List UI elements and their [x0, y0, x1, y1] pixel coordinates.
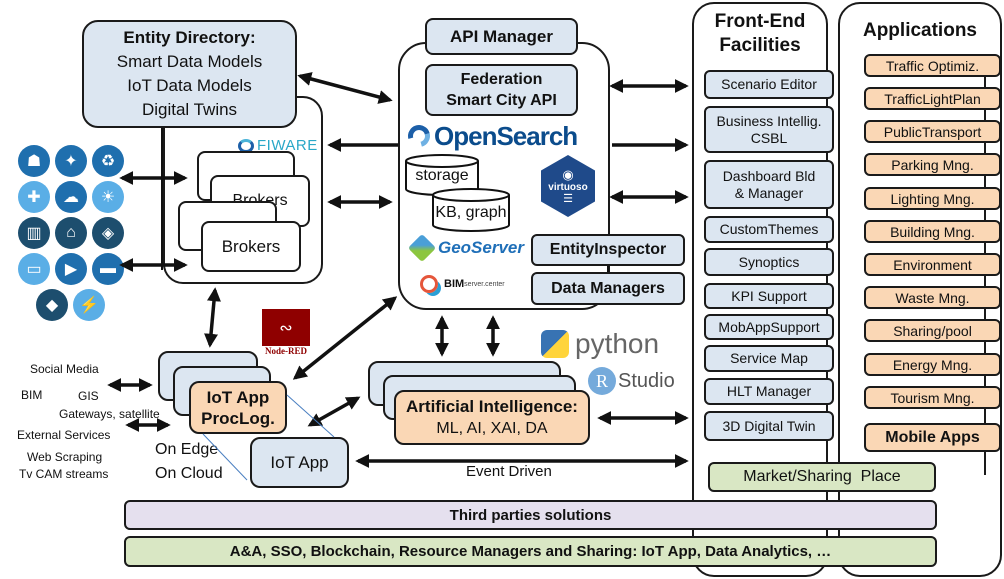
- smart-home-icon: ⌂: [55, 217, 87, 249]
- front-end-item-custom-themes[interactable]: CustomThemes: [704, 216, 834, 243]
- laptop-icon: ▭: [18, 253, 50, 285]
- car-icon: ▬: [92, 253, 124, 285]
- node-red-flow-icon: ∾: [262, 309, 310, 346]
- app-item-waste[interactable]: Waste Mng.: [864, 286, 1001, 309]
- bimserver-icon: [420, 275, 438, 293]
- federation-api-box[interactable]: Federation Smart City API: [425, 64, 578, 116]
- app-item-mobile-apps[interactable]: Mobile Apps: [864, 423, 1001, 452]
- market-sharing-place[interactable]: Market/Sharing Place: [708, 462, 936, 492]
- front-end-item-mob-app-support[interactable]: MobAppSupport: [704, 314, 834, 340]
- python-snake-icon: [541, 330, 569, 358]
- arrow-brokers-iotapp: [204, 287, 221, 348]
- bimserver-logo: BIM server.center: [420, 275, 505, 293]
- iot-devices-icon-grid: ☗✦♻ ✚☁☀ ▥⌂◈ ▭▶▬ ◆⚡: [18, 145, 128, 321]
- security-resource-bar[interactable]: A&A, SSO, Blockchain, Resource Managers …: [124, 536, 937, 567]
- arrow-entity-to-api: [297, 72, 393, 104]
- app-item-lighting[interactable]: Lighting Mng.: [864, 187, 1001, 210]
- edge-cloud-divider-1: [286, 394, 335, 438]
- broker-card-front[interactable]: Brokers: [201, 221, 301, 272]
- app-item-building[interactable]: Building Mng.: [864, 220, 1001, 243]
- front-end-item-3d-digital-twin[interactable]: 3D Digital Twin: [704, 411, 834, 441]
- source-web-scraping: Web Scraping: [27, 450, 103, 464]
- kb-graph-label: KB, graph: [435, 204, 507, 221]
- app-item-parking[interactable]: Parking Mng.: [864, 153, 1001, 176]
- app-item-sharing-pool[interactable]: Sharing/pool: [864, 319, 1001, 342]
- light-bulb-icon: ☀: [92, 181, 124, 213]
- source-gis: GIS: [78, 389, 99, 403]
- app-item-tourism[interactable]: Tourism Mng.: [864, 386, 1001, 409]
- app-item-public-transport[interactable]: PublicTransport: [864, 120, 1001, 143]
- front-end-item-synoptics[interactable]: Synoptics: [704, 248, 834, 276]
- front-end-item-scenario-editor[interactable]: Scenario Editor: [704, 70, 834, 99]
- virtuoso-database-icon: ☰: [563, 192, 573, 205]
- virtuoso-network-icon: ◉: [562, 166, 574, 182]
- api-manager-box[interactable]: API Manager: [425, 18, 578, 55]
- geoserver-logo: GeoServer: [407, 233, 524, 263]
- on-edge-label: On Edge: [155, 441, 219, 458]
- graduation-cap-icon: ◆: [36, 289, 68, 321]
- security-shield-icon: ◈: [92, 217, 124, 249]
- python-logo: python: [541, 328, 659, 360]
- source-social-media: Social Media: [30, 362, 99, 376]
- on-cloud-label: On Cloud: [155, 465, 223, 482]
- source-tv-cam: Tv CAM streams: [19, 467, 109, 481]
- medical-kit-icon: ✚: [18, 181, 50, 213]
- iot-app-box[interactable]: IoT App: [250, 437, 349, 488]
- front-end-item-hlt-manager[interactable]: HLT Manager: [704, 378, 834, 405]
- storage-label: storage: [415, 167, 469, 184]
- app-item-traffic-light-plan[interactable]: TrafficLightPlan: [864, 87, 1001, 110]
- iot-app-proclog-box[interactable]: IoT App ProcLog.: [189, 381, 287, 434]
- front-end-item-dashboard-builder[interactable]: Dashboard Bld& Manager: [704, 160, 834, 209]
- water-tap-icon: ☗: [18, 145, 50, 177]
- event-driven-label: Event Driven: [466, 463, 552, 480]
- applications-title: Applications: [862, 20, 977, 41]
- lightning-icon: ⚡: [73, 289, 105, 321]
- front-end-item-service-map[interactable]: Service Map: [704, 345, 834, 372]
- front-end-item-kpi-support[interactable]: KPI Support: [704, 283, 834, 309]
- network-icon: ✦: [55, 145, 87, 177]
- entity-inspector-box[interactable]: EntityInspector: [531, 234, 685, 266]
- source-gateways: Gateways, satellite: [59, 407, 160, 421]
- source-bim: BIM: [21, 388, 43, 402]
- chat-icon: ☁: [55, 181, 87, 213]
- data-managers-box[interactable]: Data Managers: [531, 272, 685, 305]
- front-end-title: Front-End Facilities: [714, 11, 806, 56]
- source-external-services: External Services: [17, 428, 111, 442]
- cctv-camera-icon: ▶: [55, 253, 87, 285]
- geoserver-globe-icon: [407, 233, 437, 263]
- app-item-environment[interactable]: Environment: [864, 253, 1001, 276]
- arrow-iotapp-ai: [307, 396, 361, 427]
- building-icon: ▥: [18, 217, 50, 249]
- node-red-logo: ∾ Node-RED: [262, 309, 310, 356]
- opensearch-icon: [403, 120, 435, 152]
- opensearch-logo: OpenSearch: [403, 120, 578, 152]
- recycle-icon: ♻: [92, 145, 124, 177]
- front-end-item-business-intelligence[interactable]: Business Intellig.CSBL: [704, 106, 834, 153]
- artificial-intelligence-box[interactable]: Artificial Intelligence: ML, AI, XAI, DA: [394, 390, 590, 445]
- third-parties-bar[interactable]: Third parties solutions: [124, 500, 937, 530]
- entity-directory-box[interactable]: Entity Directory: Smart Data Models IoT …: [82, 20, 297, 128]
- rstudio-r-icon: R: [588, 367, 616, 395]
- rstudio-logo: R Studio: [588, 367, 675, 395]
- app-item-traffic-optimization[interactable]: Traffic Optimiz.: [864, 54, 1001, 77]
- app-item-energy[interactable]: Energy Mng.: [864, 353, 1001, 376]
